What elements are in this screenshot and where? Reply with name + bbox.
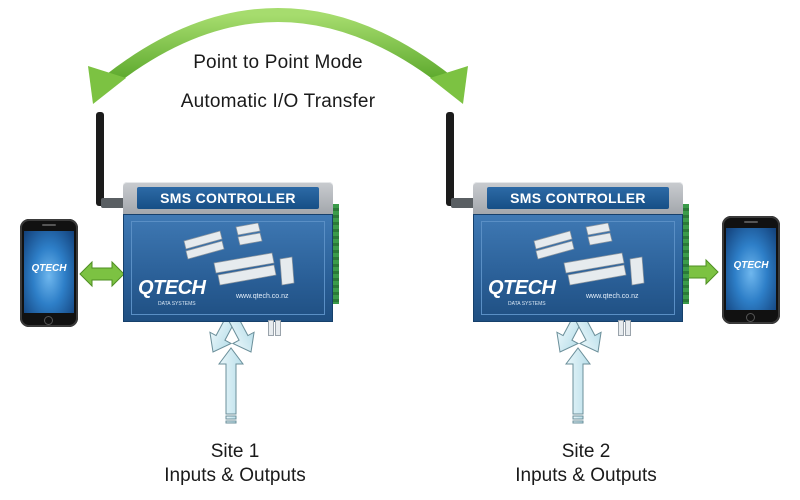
bottom-connector [618,320,624,336]
controller-panel-frame [481,221,675,315]
site-caption: Inputs & Outputs [515,465,657,486]
phone-qtech-logo: QTECH [31,263,67,274]
site-1-label: Site 1 Inputs & Outputs [115,440,355,488]
mode-title: Point to Point Mode [193,52,363,73]
phone-screen: QTECH [24,231,74,313]
side-terminal-strip [683,204,689,304]
mode-subtitle: Automatic I/O Transfer [180,91,376,112]
qtech-logo: QTECH [488,277,556,299]
terminal-blocks-icon [533,223,645,286]
site-name: Site 1 [210,441,260,462]
logo-subtext: DATA SYSTEMS [158,301,196,307]
controller-lid: SMS CONTROLLER [473,182,683,214]
antenna-icon [96,112,127,208]
side-terminal-strip [333,204,339,304]
terminal-blocks-icon [183,223,295,286]
smartphone-icon: QTECH [722,216,780,324]
sms-controller-site-1: SMS CONTROLLER QTECH DATA SYSTEMS www.qt… [123,182,339,336]
controller-front-panel: QTECH DATA SYSTEMS www.qtech.co.nz [473,214,683,322]
phone-home-button [44,316,53,325]
antenna-icon [446,112,477,208]
sms-controller-site-2: SMS CONTROLLER QTECH DATA SYSTEMS www.qt… [473,182,689,336]
logo-subtext: DATA SYSTEMS [508,301,546,307]
controller-lid: SMS CONTROLLER [123,182,333,214]
phone-qtech-logo: QTECH [733,260,769,271]
controller-label: SMS CONTROLLER [137,187,319,209]
phone-screen: QTECH [726,228,776,310]
phone-speaker [42,224,56,226]
bottom-connector [275,320,281,336]
controller-label: SMS CONTROLLER [487,187,669,209]
phone-home-button [746,313,755,322]
controller-url: www.qtech.co.nz [236,293,289,300]
radio-link-arc-arrow [88,8,468,104]
site-caption: Inputs & Outputs [164,465,306,486]
phone-link-arrow [79,260,125,288]
phone-speaker [744,221,758,223]
site-name: Site 2 [561,441,611,462]
qtech-logo: QTECH [138,277,206,299]
smartphone-icon: QTECH [20,219,78,327]
controller-front-panel: QTECH DATA SYSTEMS www.qtech.co.nz [123,214,333,322]
site-2-label: Site 2 Inputs & Outputs [466,440,706,488]
bottom-connector [625,320,631,336]
bottom-connector [268,320,274,336]
controller-panel-frame [131,221,325,315]
controller-url: www.qtech.co.nz [586,293,639,300]
